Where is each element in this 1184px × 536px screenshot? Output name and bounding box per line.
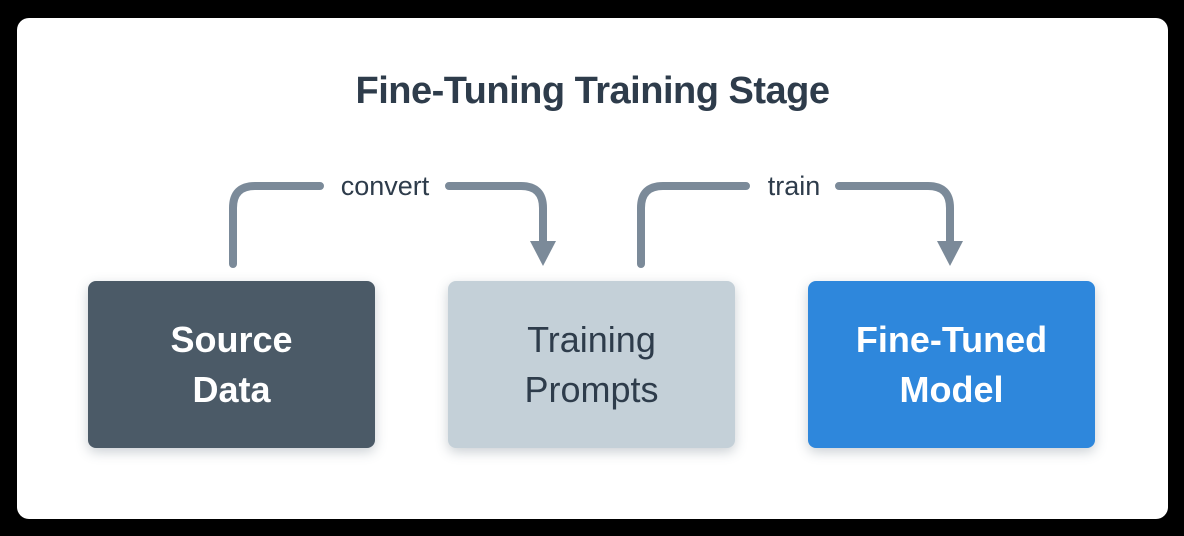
node-fine-tuned-model-line1: Fine-Tuned [855,318,1048,360]
node-training-prompts-line2: Prompts [524,368,659,410]
diagram-title: Fine-Tuning Training Stage [355,70,830,112]
edge-label-convert: convert [340,171,430,201]
node-source-data: Source Data [88,281,375,448]
node-training-prompts: Training Prompts [448,281,735,448]
node-fine-tuned-model-line2: Model [899,368,1004,410]
node-fine-tuned-model: Fine-Tuned Model [808,281,1095,448]
edge-label-train: train [767,171,821,201]
node-source-data-line2: Data [192,368,271,410]
node-training-prompts-line1: Training [527,318,656,360]
node-source-data-line1: Source [170,318,293,360]
